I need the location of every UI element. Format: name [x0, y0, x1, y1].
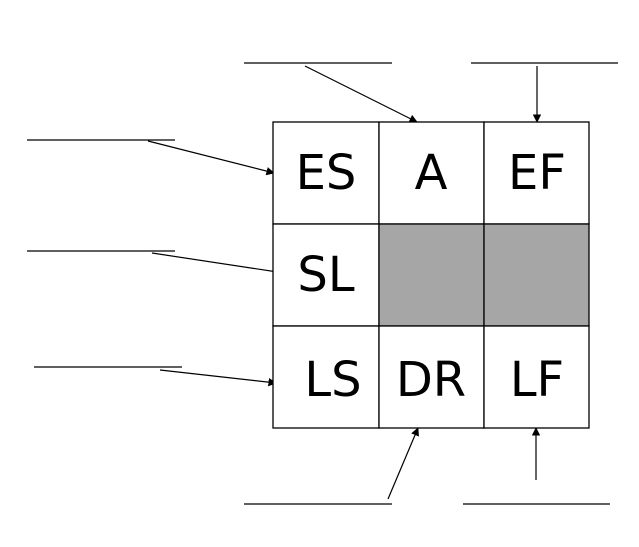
cell-late-finish: LF: [483, 325, 590, 429]
arrow-to-activity-cell: [304, 65, 418, 123]
cell-early-finish: EF: [483, 121, 590, 225]
cell-activity: A: [378, 121, 485, 225]
cell-label: DR: [396, 352, 466, 408]
cell-duration: DR: [378, 325, 485, 429]
cell-shaded-center: [378, 223, 485, 327]
arrow-to-duration-cell: [387, 427, 419, 500]
cell-label: A: [415, 145, 448, 201]
cell-early-start: ES: [272, 121, 380, 225]
cell-slack: SL: [272, 223, 380, 327]
cell-label: EF: [508, 145, 566, 201]
arrow-to-slack-cell: [151, 252, 285, 277]
arrow-to-early-start-cell: [147, 140, 275, 176]
activity-grid: ES A EF SL LS DR: [272, 121, 590, 429]
cell-label: LS: [304, 352, 361, 408]
cell-label: LF: [510, 352, 564, 408]
cell-shaded-right: [483, 223, 590, 327]
cell-late-start: LS: [272, 325, 380, 429]
cell-label: ES: [296, 145, 357, 201]
cell-label: SL: [297, 247, 354, 303]
arrow-to-late-start-cell: [159, 369, 277, 387]
